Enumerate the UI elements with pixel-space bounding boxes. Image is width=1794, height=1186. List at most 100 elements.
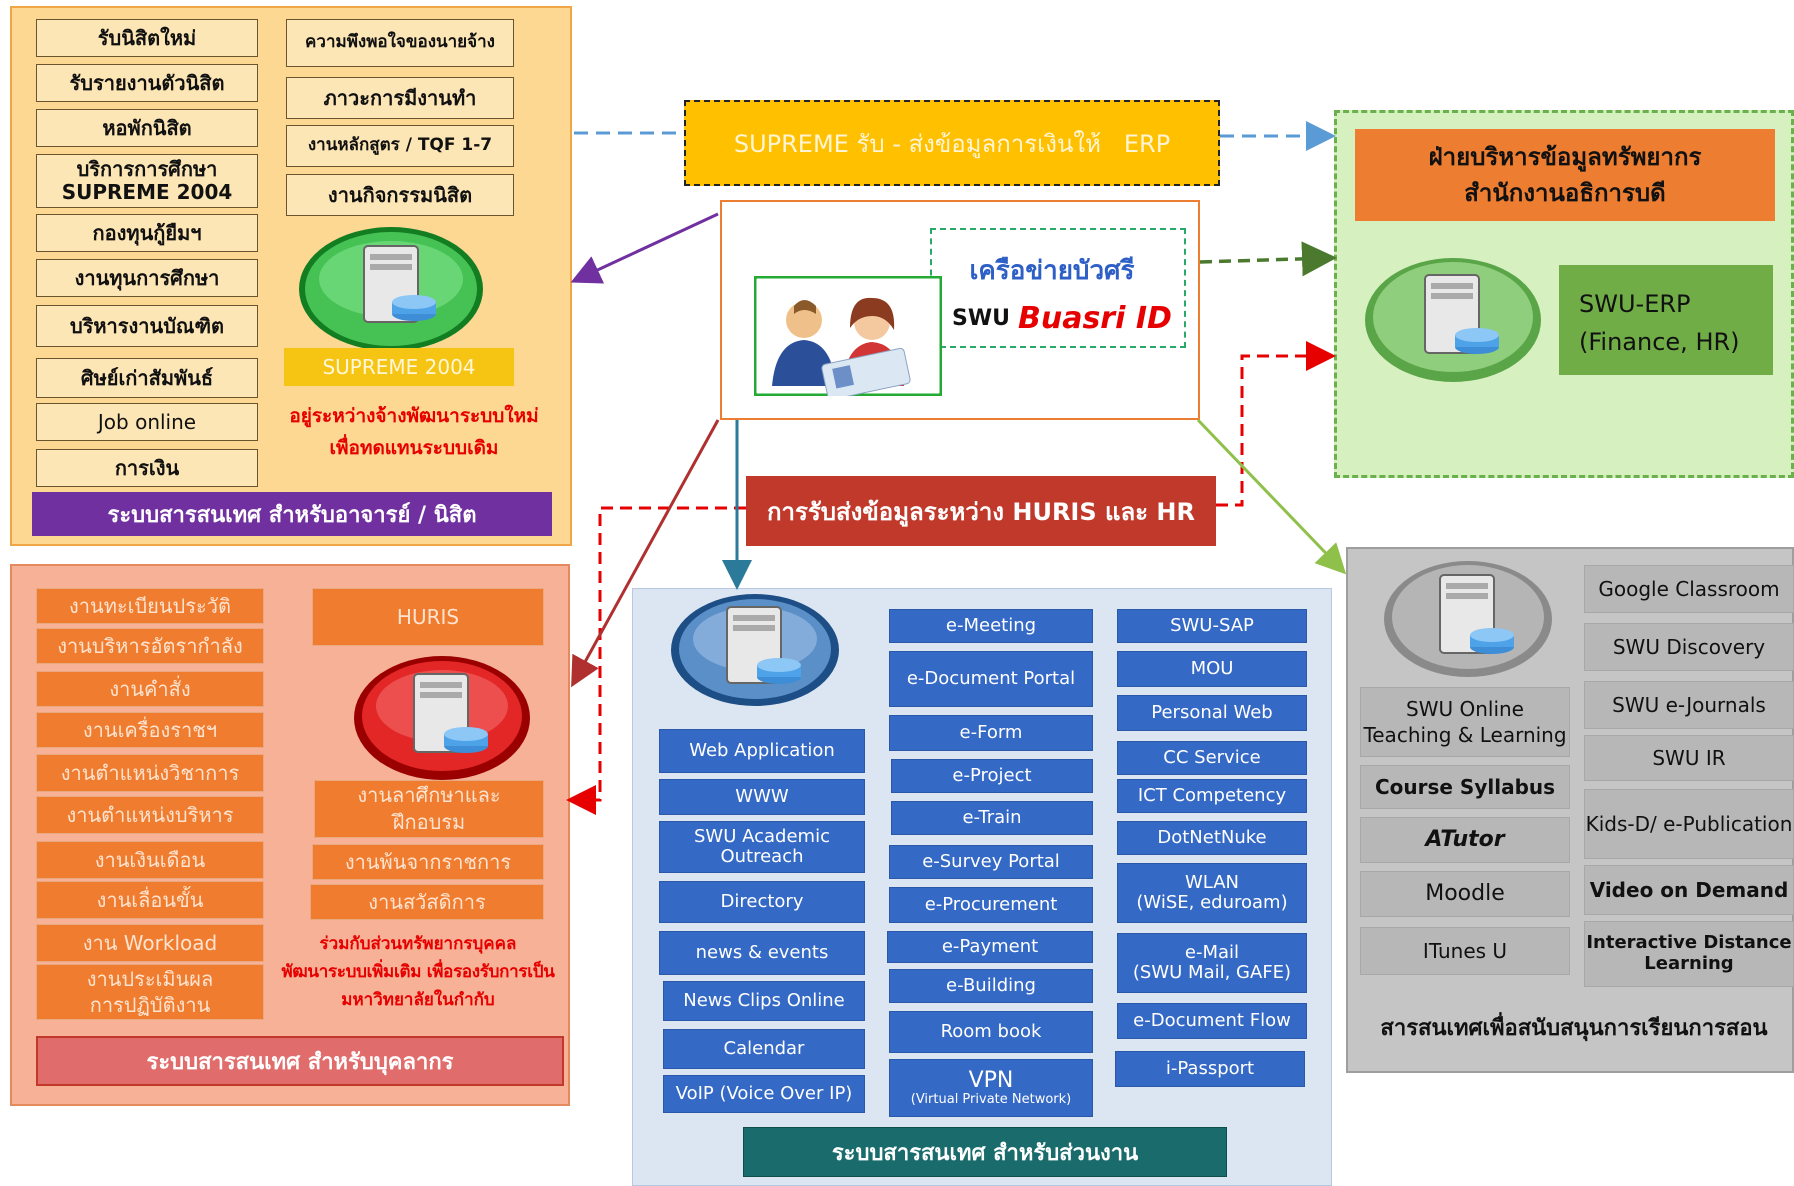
unit-swu-sap[interactable]: SWU-SAP: [1117, 609, 1307, 643]
staff-item-6[interactable]: งานตำแหน่งบริหาร: [36, 796, 264, 834]
staff-item-1[interactable]: งานทะเบียนประวัติ: [36, 588, 264, 624]
student-system-panel: รับนิสิตใหม่ รับรายงานตัวนิสิต หอพักนิสิ…: [10, 6, 572, 546]
staff-item-2[interactable]: งานบริหารอัตรากำลัง: [36, 628, 264, 664]
buasri-id-line: SWU Buasri ID: [952, 298, 1182, 338]
staff-item-10[interactable]: งานประเมินผล การปฏิบัติงาน: [36, 964, 264, 1020]
buasri-to-resource-dashed: [1199, 241, 1337, 277]
huris-hr-banner: การรับส่งข้อมูลระหว่าง HURIS และ HR: [746, 476, 1216, 546]
resource-management-panel: ฝ่ายบริหารข้อมูลทรัพยากร สำนักงานอธิการบ…: [1334, 110, 1794, 478]
unit-www[interactable]: WWW: [659, 779, 865, 815]
unit-wlan[interactable]: WLAN (WiSE, eduroam): [1117, 863, 1307, 923]
unit-e-train[interactable]: e-Train: [891, 801, 1093, 835]
buasri-id-text: Buasri ID: [1017, 300, 1172, 336]
staff-item-retirement[interactable]: งานพ้นจากราชการ: [312, 844, 544, 880]
student-item-activities[interactable]: งานกิจกรรมนิสิต: [286, 174, 514, 216]
unit-e-building[interactable]: e-Building: [889, 969, 1093, 1003]
student-item-3[interactable]: หอพักนิสิต: [36, 109, 258, 147]
vpn-sub-label: (Virtual Private Network): [910, 1091, 1072, 1107]
staff-item-5[interactable]: งานตำแหน่งวิชาการ: [36, 754, 264, 792]
database-server-icon: [1365, 258, 1541, 382]
unit-directory[interactable]: Directory: [659, 881, 865, 923]
unit-e-project[interactable]: e-Project: [891, 759, 1093, 793]
unit-i-passport[interactable]: i-Passport: [1115, 1051, 1305, 1087]
staff-note-line1: ร่วมกับส่วนทรัพยากรบุคคล: [319, 933, 517, 954]
buasri-to-student-arrow: [570, 212, 719, 284]
student-item-employer-satisfaction[interactable]: ความพึงพอใจของนายจ้าง: [286, 19, 514, 67]
teach-atutor[interactable]: ATutor: [1360, 817, 1570, 863]
unit-e-survey-portal[interactable]: e-Survey Portal: [889, 845, 1093, 879]
staff-item-3[interactable]: งานคำสั่ง: [36, 671, 264, 707]
unit-room-book[interactable]: Room book: [889, 1011, 1093, 1053]
unit-ict-competency[interactable]: ICT Competency: [1117, 779, 1307, 813]
unit-academic-outreach[interactable]: SWU Academic Outreach: [659, 821, 865, 873]
teach-course-syllabus[interactable]: Course Syllabus: [1360, 765, 1570, 809]
vpn-main-label: VPN: [968, 1067, 1014, 1093]
unit-system-panel: Web Application WWW SWU Academic Outreac…: [632, 588, 1332, 1186]
student-item-6[interactable]: งานทุนการศึกษา: [36, 259, 258, 297]
unit-calendar[interactable]: Calendar: [663, 1029, 865, 1069]
staff-item-welfare[interactable]: งานสวัสดิการ: [310, 884, 544, 920]
staff-item-7[interactable]: งานเงินเดือน: [36, 841, 264, 879]
huris-to-resource-dashed: [1216, 341, 1336, 507]
student-item-1[interactable]: รับนิสิตใหม่: [36, 19, 258, 57]
blue-database-server-icon: [671, 594, 839, 706]
swu-erp-line1: SWU-ERP: [1579, 290, 1691, 318]
student-item-5[interactable]: กองทุนกู้ยืมฯ: [36, 214, 258, 252]
staff-note-line3: มหาวิทยาลัยในกำกับ: [341, 989, 495, 1010]
unit-dotnetnuke[interactable]: DotNetNuke: [1117, 821, 1307, 855]
unit-e-meeting[interactable]: e-Meeting: [889, 609, 1093, 643]
unit-mou[interactable]: MOU: [1117, 651, 1307, 687]
buasri-network-box: เครือข่ายบัวศรี SWU Buasri ID: [720, 200, 1200, 420]
gray-database-server-icon: [1384, 561, 1552, 677]
student-item-4[interactable]: บริการการศึกษา SUPREME 2004: [36, 154, 258, 208]
student-note-line1: อยู่ระหว่างจ้างพัฒนาระบบใหม่: [289, 405, 539, 427]
teach-itunes-u[interactable]: ITunes U: [1360, 927, 1570, 975]
teach-kids-d[interactable]: Kids-D/ e-Publication: [1584, 789, 1794, 859]
teach-video-on-demand[interactable]: Video on Demand: [1584, 865, 1794, 915]
green-database-server-icon: [299, 227, 483, 351]
teach-swu-online[interactable]: SWU Online Teaching & Learning: [1360, 687, 1570, 757]
staff-item-8[interactable]: งานเลื่อนขั้น: [36, 881, 264, 919]
teach-swu-ejournals[interactable]: SWU e-Journals: [1584, 681, 1794, 729]
unit-e-mail[interactable]: e-Mail (SWU Mail, GAFE): [1117, 933, 1307, 993]
huris-label[interactable]: HURIS: [312, 588, 544, 646]
swu-erp-box[interactable]: SWU-ERP (Finance, HR): [1559, 265, 1773, 375]
red-database-server-icon: [354, 656, 530, 780]
staff-item-study-leave[interactable]: งานลาศึกษาและ ฝึกอบรม: [314, 780, 544, 838]
student-item-9[interactable]: Job online: [36, 403, 258, 441]
unit-vpn[interactable]: VPN (Virtual Private Network): [889, 1059, 1093, 1117]
unit-cc-service[interactable]: CC Service: [1117, 741, 1307, 775]
student-item-8[interactable]: ศิษย์เก่าสัมพันธ์: [36, 358, 258, 398]
unit-news-events[interactable]: news & events: [659, 931, 865, 975]
swu-erp-line2: (Finance, HR): [1579, 328, 1740, 357]
teach-google-classroom[interactable]: Google Classroom: [1584, 565, 1794, 613]
staff-item-9[interactable]: งาน Workload: [36, 924, 264, 962]
teach-swu-discovery[interactable]: SWU Discovery: [1584, 623, 1794, 671]
users-id-card-icon: [754, 276, 942, 396]
staff-item-4[interactable]: งานเครื่องราชฯ: [36, 712, 264, 748]
student-panel-footer: ระบบสารสนเทศ สำหรับอาจารย์ / นิสิต: [32, 492, 552, 536]
staff-note-line2: พัฒนาระบบเพิ่มเติม เพื่อรองรับการเป็น: [281, 961, 555, 982]
resource-header: ฝ่ายบริหารข้อมูลทรัพยากร สำนักงานอธิการบ…: [1355, 129, 1775, 221]
unit-personal-web[interactable]: Personal Web: [1117, 695, 1307, 731]
student-item-curriculum[interactable]: งานหลักสูตร / TQF 1-7: [286, 125, 514, 167]
unit-e-form[interactable]: e-Form: [889, 715, 1093, 751]
student-item-2[interactable]: รับรายงานตัวนิสิต: [36, 64, 258, 102]
student-item-employment[interactable]: ภาวะการมีงานทำ: [286, 77, 514, 119]
unit-voip[interactable]: VoIP (Voice Over IP): [663, 1075, 865, 1113]
supreme-erp-banner: SUPREME รับ - ส่งข้อมูลการเงินให้ ERP: [684, 100, 1220, 186]
student-item-7[interactable]: บริหารงานบัณฑิต: [36, 305, 258, 347]
unit-web-application[interactable]: Web Application: [659, 729, 865, 773]
teach-interactive-distance[interactable]: Interactive Distance Learning: [1584, 921, 1794, 987]
unit-e-payment[interactable]: e-Payment: [887, 931, 1093, 963]
staff-system-panel: งานทะเบียนประวัติ งานบริหารอัตรากำลัง งา…: [10, 564, 570, 1106]
unit-e-procurement[interactable]: e-Procurement: [889, 887, 1093, 923]
student-item-10[interactable]: การเงิน: [36, 449, 258, 487]
teach-swu-ir[interactable]: SWU IR: [1584, 735, 1794, 781]
unit-e-document-flow[interactable]: e-Document Flow: [1117, 1003, 1307, 1039]
teaching-panel-footer: สารสนเทศเพื่อสนับสนุนการเรียนการสอน: [1380, 1015, 1768, 1041]
staff-panel-footer: ระบบสารสนเทศ สำหรับบุคลากร: [36, 1036, 564, 1086]
unit-news-clips[interactable]: News Clips Online: [663, 981, 865, 1021]
teach-moodle[interactable]: Moodle: [1360, 871, 1570, 917]
unit-e-document-portal[interactable]: e-Document Portal: [889, 651, 1093, 707]
